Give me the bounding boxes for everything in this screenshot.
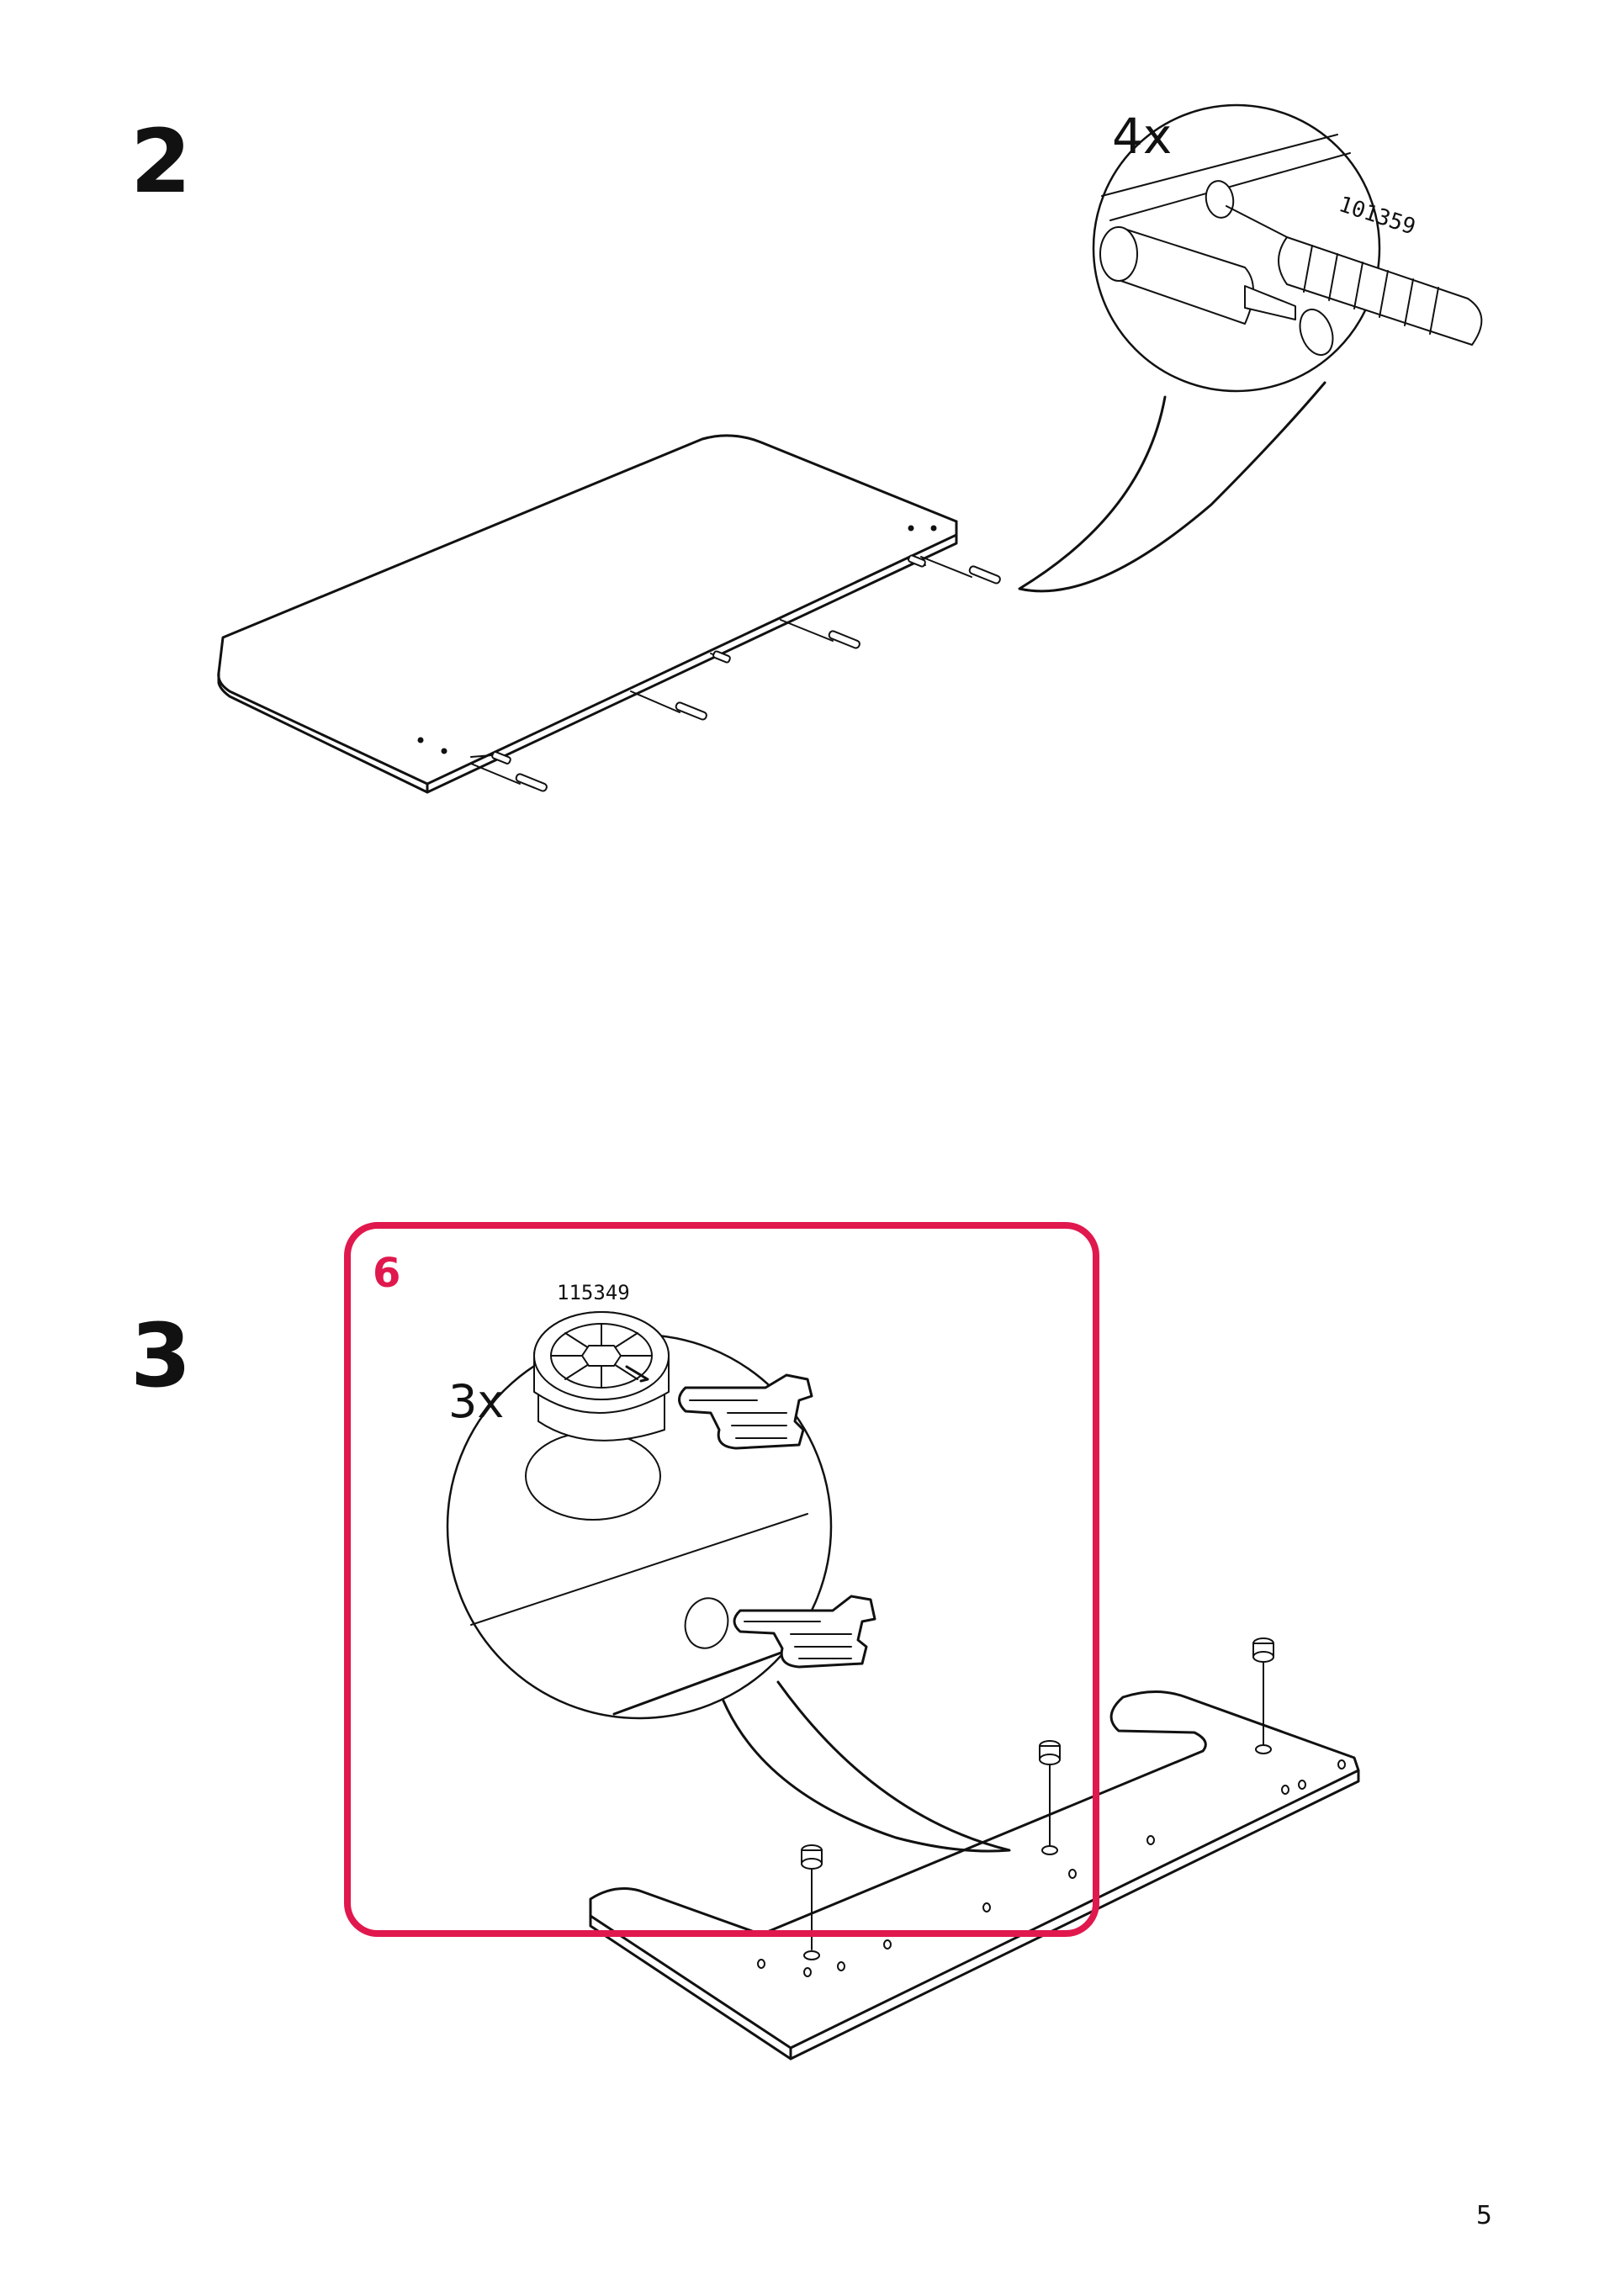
quantity-label-3x: 3x: [448, 1375, 504, 1428]
cam-lock-icon: [1039, 1740, 1061, 1846]
pointing-hand-icon: [678, 1373, 813, 1450]
cam-lock-icon: [1252, 1637, 1274, 1745]
detail-callout-cam-lock: 3x 115349: [446, 1281, 1011, 1853]
frame-rail: [589, 1690, 1360, 2061]
detail-callout-dowel: 4x 101359: [1018, 103, 1483, 593]
quantity-label-4x: 4x: [1112, 108, 1172, 165]
dowel-icon: [1226, 205, 1483, 346]
step-number-2: 2: [130, 110, 192, 213]
detail-box: 6: [344, 1222, 1099, 1937]
dowel-icon: [710, 650, 731, 664]
dowel-icon: [780, 619, 860, 649]
dowel-icon: [906, 554, 1001, 585]
panel-with-dowels: [217, 434, 1001, 794]
detail-box-label: 6: [373, 1250, 400, 1297]
part-number-115349: 115349: [557, 1281, 630, 1304]
page-number: 5: [1475, 2201, 1492, 2230]
pointing-hand-icon: [733, 1595, 876, 1669]
dowel-icon: [470, 751, 548, 792]
step-number-3: 3: [130, 1304, 192, 1407]
dowel-icon: [630, 690, 707, 721]
